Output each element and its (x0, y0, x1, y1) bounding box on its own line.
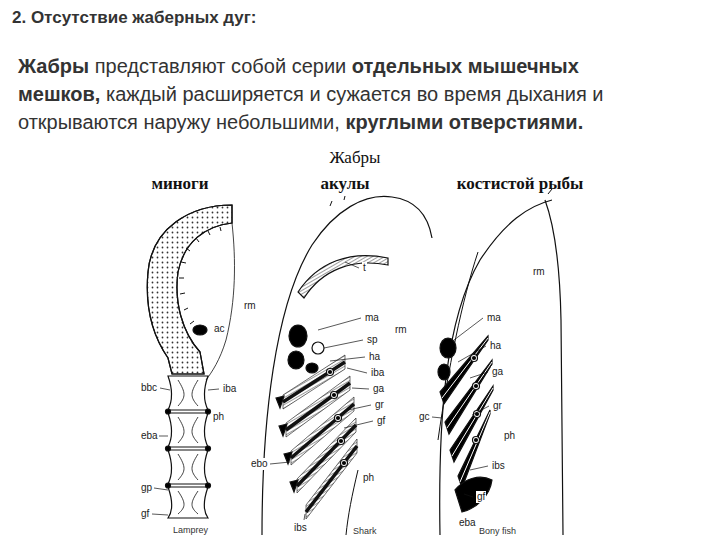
part-label: sp (366, 334, 379, 346)
part-label: ph (362, 472, 375, 484)
part-label: ph (503, 430, 516, 442)
part-label: t (362, 262, 367, 274)
body-paragraph: Жабрыпредставляют собой серииотдельных м… (18, 52, 708, 136)
body-text: Жабры (18, 55, 89, 77)
part-label: Bony fish (478, 526, 517, 537)
part-label: eba (140, 430, 159, 442)
shark-figure (262, 196, 432, 535)
part-label: eba (458, 517, 477, 529)
part-label: ga (491, 366, 504, 378)
heading-label: Жабры (330, 148, 381, 168)
slide-title: 2. Отсутствие жаберных дуг: (12, 8, 257, 28)
part-label: gr (374, 399, 385, 411)
part-label: ha (368, 351, 381, 363)
part-label: rm (532, 266, 546, 278)
part-label: ph (212, 411, 225, 423)
part-label: gf (140, 508, 150, 520)
part-label: ma (364, 312, 380, 324)
part-label: gf (476, 491, 486, 503)
part-label: bbc (140, 382, 158, 394)
part-label: ibs (491, 460, 506, 472)
part-label: gr (492, 400, 503, 412)
part-label: ma (486, 312, 502, 324)
part-label: ac (213, 323, 226, 335)
part-label: gp (140, 482, 153, 494)
part-label: gf (376, 415, 386, 427)
part-label: Lamprey (172, 525, 209, 536)
part-label: iba (370, 367, 385, 379)
lamprey-figure (147, 205, 234, 518)
part-label: iba (222, 383, 237, 395)
heading-label: миноги (151, 174, 208, 194)
part-label: ga (372, 383, 385, 395)
part-label: ha (489, 340, 502, 352)
heading-label: акулы (321, 174, 370, 194)
part-label: ebo (250, 458, 269, 470)
body-text: круглыми отверстиями. (345, 111, 583, 133)
heading-label: костистой рыбы (457, 174, 583, 194)
bony-fish-figure (432, 189, 563, 535)
part-label: gc (418, 411, 431, 423)
part-label: rm (243, 300, 257, 312)
body-text: представляют собой серии (95, 55, 347, 77)
part-label: ibs (293, 522, 308, 534)
part-label: rm (394, 324, 408, 336)
part-label: Shark (352, 526, 378, 537)
